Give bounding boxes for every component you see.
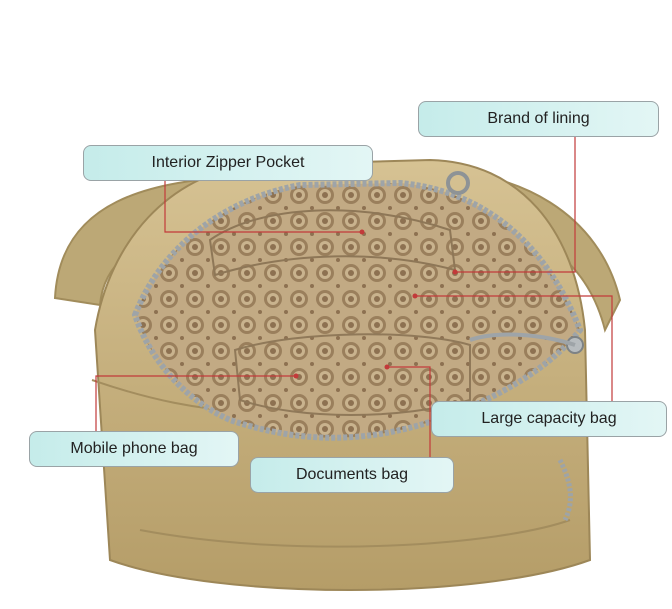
callout-large-capacity-bag: Large capacity bag: [431, 401, 667, 437]
callout-label: Interior Zipper Pocket: [151, 154, 305, 171]
callout-label: Mobile phone bag: [70, 440, 198, 457]
callout-mobile-phone-bag: Mobile phone bag: [29, 431, 239, 467]
callout-interior-zipper-pocket: Interior Zipper Pocket: [83, 145, 373, 181]
callout-brand-of-lining: Brand of lining: [418, 101, 659, 137]
callout-documents-bag: Documents bag: [250, 457, 454, 493]
callout-label: Documents bag: [295, 466, 409, 483]
callout-label: Brand of lining: [487, 110, 590, 127]
callout-label: Large capacity bag: [481, 410, 617, 427]
